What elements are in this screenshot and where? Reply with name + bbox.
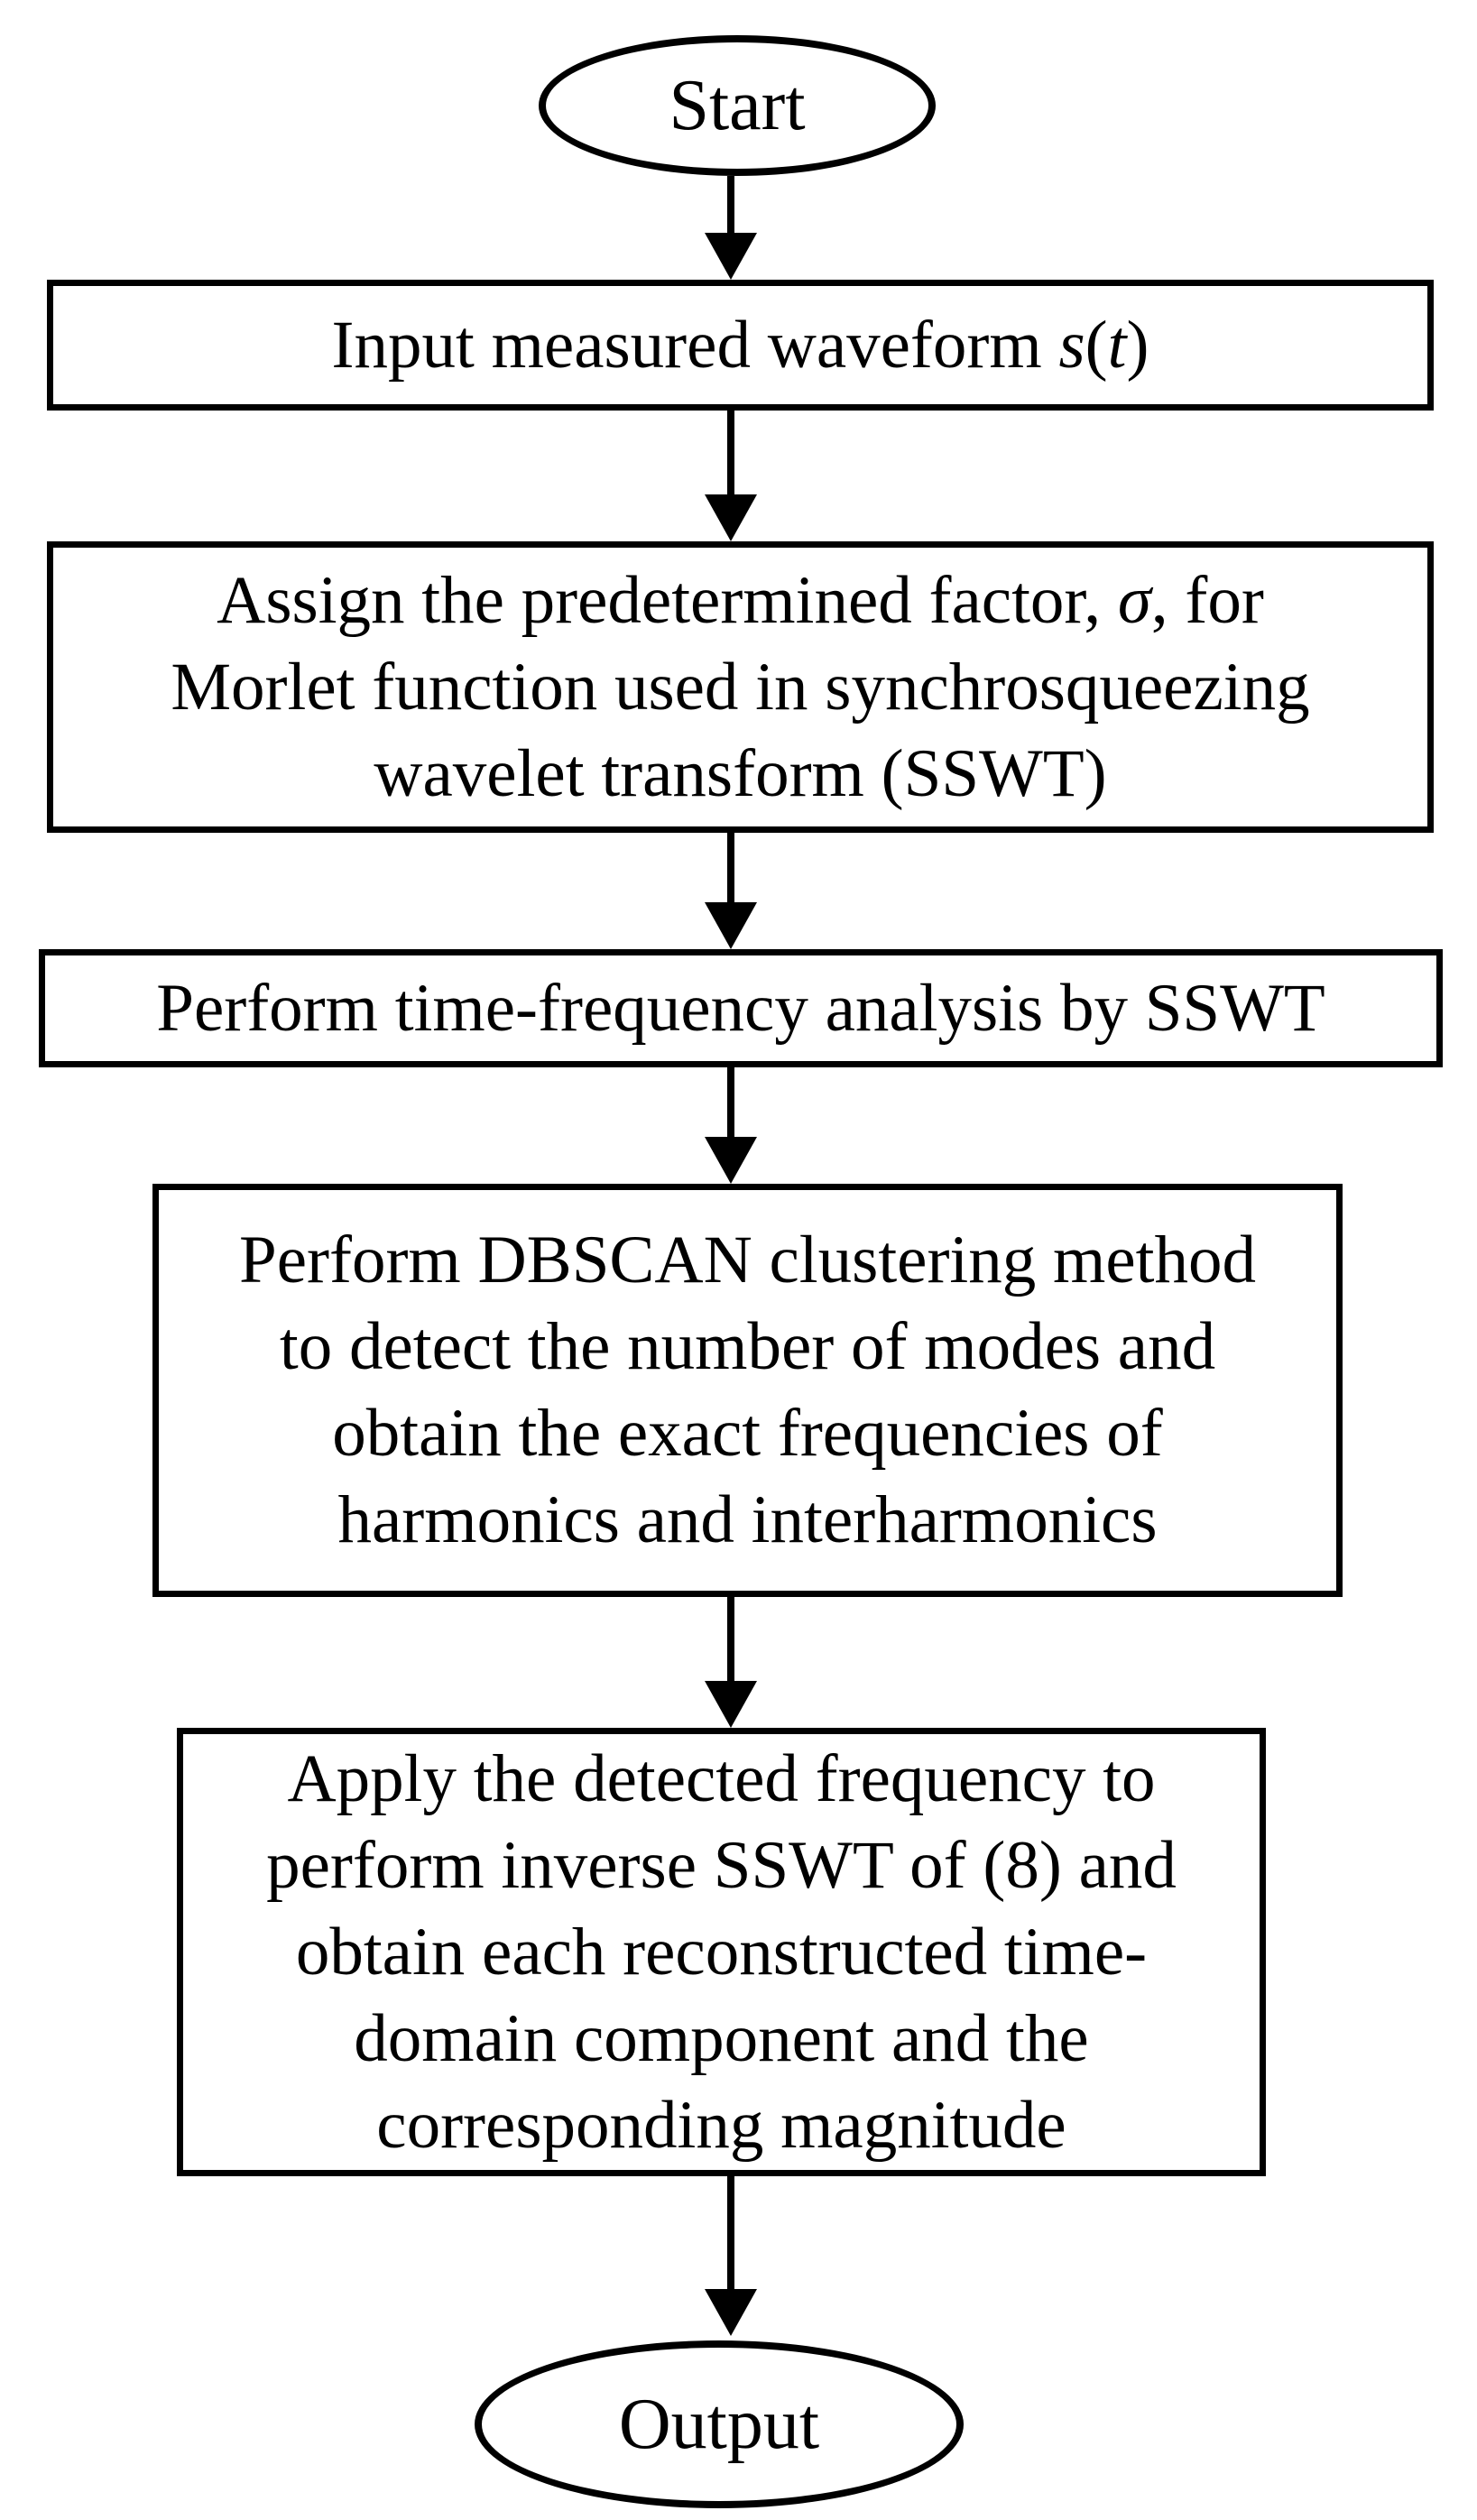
down-arrow-icon: [705, 411, 757, 541]
output-label: Output: [618, 2385, 820, 2464]
arrow-stem: [727, 176, 734, 233]
arrow-stem: [727, 2176, 734, 2289]
process-box-time-frequency-analysis: Perform time-frequency analysis by SSWT: [39, 949, 1443, 1067]
text-line: Perform time-frequency analysis by SSWT: [156, 970, 1325, 1046]
process-box-input-waveform: Input measured waveform s(t): [47, 280, 1434, 411]
arrowhead-icon: [705, 494, 757, 541]
process-box-inverse-sswt: Apply the detected frequency to perform i…: [177, 1728, 1266, 2176]
text-line: corresponding magnitude: [376, 2087, 1066, 2163]
arrow-stem: [727, 1067, 734, 1137]
text-line: Apply the detected frequency to: [287, 1740, 1156, 1816]
text-line: wavelet transform (SSWT): [374, 735, 1107, 811]
arrow-stem: [727, 411, 734, 494]
start-label: Start: [669, 66, 806, 145]
text-line: Morlet function used in synchrosqueezing: [171, 649, 1310, 725]
down-arrow-icon: [705, 2176, 757, 2336]
text-line: perform inverse SSWT of (8) and: [266, 1827, 1177, 1903]
text-line: harmonics and interharmonics: [337, 1482, 1158, 1557]
text-line: Input measured waveform s(t): [331, 307, 1149, 383]
process-box-dbscan-clustering: Perform DBSCAN clustering method to detec…: [152, 1184, 1343, 1597]
start-terminator-node: Start: [539, 35, 936, 176]
text-line: domain component and the: [354, 2000, 1089, 2076]
arrowhead-icon: [705, 902, 757, 949]
text-line: Perform DBSCAN clustering method: [239, 1223, 1256, 1297]
text-line: obtain the exact frequencies of: [332, 1396, 1163, 1471]
arrowhead-icon: [705, 1681, 757, 1728]
arrow-stem: [727, 833, 734, 902]
down-arrow-icon: [705, 1597, 757, 1728]
text-line: obtain each reconstructed time-: [295, 1914, 1148, 1989]
arrowhead-icon: [705, 2289, 757, 2336]
arrow-stem: [727, 1597, 734, 1681]
text-line: to detect the number of modes and: [279, 1309, 1216, 1384]
down-arrow-icon: [705, 833, 757, 949]
down-arrow-icon: [705, 176, 757, 280]
output-terminator-node: Output: [475, 2340, 964, 2508]
arrowhead-icon: [705, 1137, 757, 1184]
down-arrow-icon: [705, 1067, 757, 1184]
text-line: Assign the predetermined factor, σ, for: [217, 562, 1264, 638]
arrowhead-icon: [705, 233, 757, 280]
